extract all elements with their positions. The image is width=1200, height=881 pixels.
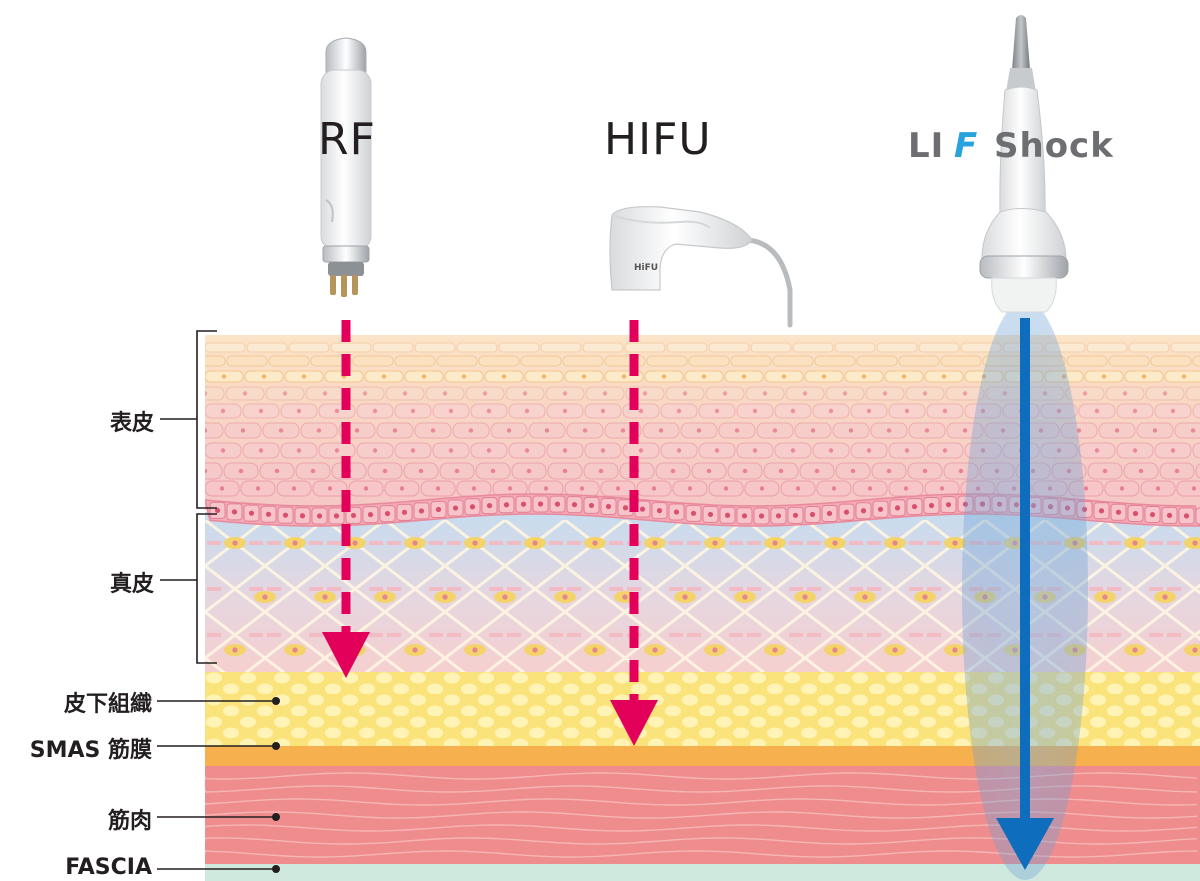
hifu-handpiece-text: HiFU (634, 263, 658, 273)
rf-label: RF (318, 114, 376, 165)
epidermis-cells (205, 342, 1200, 497)
layer-pointer-dots (272, 697, 280, 873)
hifu-penetration-arrow (610, 320, 658, 746)
label-dermis: 真皮 (109, 572, 154, 597)
hifu-handpiece-image: HiFU (609, 206, 793, 328)
rf-handpiece-image (320, 37, 372, 297)
layer-brackets (157, 330, 276, 870)
lifshock-logo-part1: LI (908, 126, 945, 166)
dermis-bracket (196, 513, 217, 664)
rf-arrow-head (322, 632, 370, 678)
label-fascia: FASCIA (65, 855, 152, 880)
lifshock-logo-part2: Shock (994, 126, 1114, 166)
rf-penetration-arrow (322, 320, 370, 678)
label-smas: SMAS 筋膜 (29, 738, 152, 763)
label-muscle: 筋肉 (107, 809, 152, 834)
lifshock-handpiece-image (979, 15, 1069, 313)
label-subcutaneous: 皮下組織 (63, 692, 152, 717)
lifshock-logo: LI F Shock (908, 126, 1168, 172)
lifshock-arrow-head (996, 818, 1054, 870)
hifu-label: HIFU (604, 114, 712, 165)
fascia-layer (205, 864, 1200, 881)
lifshock-penetration-arrow (996, 318, 1054, 870)
basal-cells (209, 495, 1200, 525)
hifu-arrow-head (610, 700, 658, 746)
lifshock-logo-mark: F (954, 126, 979, 166)
smas-layer (205, 746, 1200, 766)
label-epidermis: 表皮 (109, 411, 154, 436)
